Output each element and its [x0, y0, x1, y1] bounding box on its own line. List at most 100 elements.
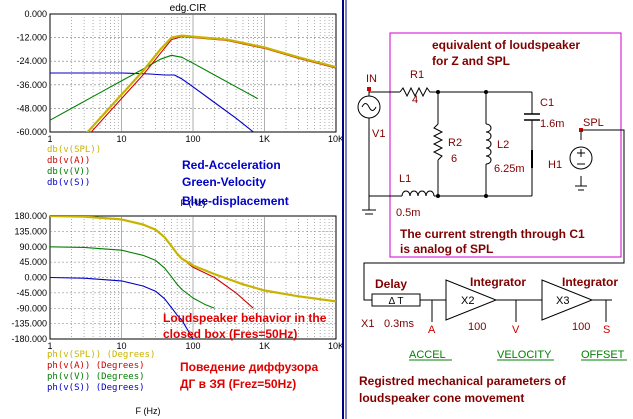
phase-y-tick-label: -135.000 — [11, 319, 47, 329]
equivalent-box — [389, 32, 622, 258]
magnitude-x-tick-label: 1 — [47, 134, 52, 144]
phase-chart: 180.000135.00090.00045.0000.000-45.000-9… — [11, 211, 344, 416]
r2-value: 6 — [451, 153, 457, 165]
offset-label: OFFSET — [581, 349, 625, 361]
magnitude-series-0 — [86, 34, 336, 132]
l1-value: 0.5m — [396, 207, 420, 219]
x3-name: X3 — [556, 295, 569, 307]
junction-r2-bottom — [436, 194, 440, 198]
annotation-red-acceleration: Red-Acceleration — [182, 158, 281, 172]
magnitude-x-tick-label: 1K — [259, 134, 270, 144]
phase-x-tick-label: 1K — [259, 341, 270, 351]
r2-name: R2 — [448, 137, 462, 149]
footer-line1: Registred mechanical parameters of — [359, 374, 567, 388]
node-in-marker — [367, 87, 371, 91]
magnitude-x-tick-label: 100 — [185, 134, 200, 144]
phase-y-tick-label: 90.000 — [19, 242, 47, 252]
phase-y-ticks: 180.000135.00090.00045.0000.000-45.000-9… — [11, 211, 47, 344]
r2-zigzag — [432, 123, 444, 161]
phase-legend: ph(v(SPL)) (Degrees)ph(v(A)) (Degrees)ph… — [47, 350, 155, 393]
current-note-line1: The current strength through C1 — [400, 227, 585, 241]
phase-legend-entry: ph(v(SPL)) (Degrees) — [47, 350, 155, 360]
magnitude-legend-entry: db(v(A)) — [47, 156, 90, 166]
r1-name: R1 — [410, 69, 424, 81]
magnitude-x-label: F (Hz) — [181, 198, 206, 208]
magnitude-y-tick-label: -12.000 — [16, 33, 47, 43]
phase-legend-entry: ph(v(S)) (Degrees) — [47, 383, 145, 393]
delay-label: Delay — [375, 277, 407, 291]
sense-h1: H1 — [531, 150, 562, 171]
phase-x-tick-label: 100 — [185, 341, 200, 351]
phase-x-tick-label: 10 — [116, 341, 126, 351]
resistor-r1: R1 4 — [399, 69, 432, 106]
phase-legend-entry: ph(v(V)) (Degrees) — [47, 372, 145, 382]
loudspeaker-circuit: equivalent of loudspeaker for Z and SPL — [357, 32, 627, 405]
phase-x-tick-label: 10K — [328, 341, 344, 351]
inductor-l1: L1 0.5m — [396, 173, 435, 219]
phase-legend-entry: ph(v(A)) (Degrees) — [47, 361, 145, 371]
phase-series-3 — [50, 276, 194, 339]
node-a-label: A — [428, 324, 436, 336]
integrator1-label: Integrator — [470, 275, 526, 289]
l2-coil — [485, 123, 492, 165]
annotation-behavior-line2: closed box (Fres=50Hz) — [163, 327, 297, 341]
wire-in-top — [368, 89, 400, 93]
phase-y-tick-label: 45.000 — [19, 257, 47, 267]
circuit-wires — [368, 89, 582, 210]
h1-name: H1 — [548, 159, 562, 171]
junction-l2-top — [484, 90, 488, 94]
capacitor-c1: C1 1.6m — [524, 97, 564, 130]
magnitude-y-tick-label: -24.000 — [16, 56, 47, 66]
magnitude-y-tick-label: -60.000 — [16, 127, 47, 137]
node-s-label: S — [603, 324, 610, 336]
l1-coil — [401, 190, 435, 197]
phase-y-tick-label: -45.000 — [16, 288, 47, 298]
footer-line2: loudspeaker cone movement — [359, 391, 524, 405]
x2-value: 100 — [468, 321, 486, 333]
x3-value: 100 — [572, 321, 590, 333]
magnitude-chart: edg.CIR 0.000-12.000-24.000-36.000-48.00… — [16, 3, 344, 208]
ground-symbols — [362, 185, 587, 215]
annotation-russian-line2: ДГ в ЗЯ (Frez=50Hz) — [180, 377, 296, 391]
phase-x-label: F (Hz) — [136, 406, 161, 416]
x3-triangle — [541, 279, 594, 321]
magnitude-x-tick-label: 10K — [328, 134, 344, 144]
annotation-russian-line1: Поведение диффузора — [180, 360, 318, 374]
box-title-line1: equivalent of loudspeaker — [432, 38, 580, 52]
l2-value: 6.25m — [494, 163, 525, 175]
magnitude-series — [50, 34, 336, 132]
chart-title: edg.CIR — [170, 3, 207, 14]
phase-y-tick-label: 0.000 — [24, 273, 47, 283]
accel-label: ACCEL — [409, 349, 446, 361]
wire-spl-to-delay — [363, 129, 625, 301]
magnitude-y-tick-label: -36.000 — [16, 80, 47, 90]
phase-series-2 — [50, 246, 215, 309]
magnitude-legend-entry: db(v(S)) — [47, 178, 90, 188]
box-title-line2: for Z and SPL — [432, 54, 510, 68]
c1-name: C1 — [540, 97, 554, 109]
c1-value: 1.6m — [540, 118, 564, 130]
delay-rect — [371, 293, 421, 307]
spl-source-circle — [569, 146, 593, 170]
annotation-behavior-line1: Loudspeaker behavior in the — [163, 311, 327, 325]
node-in-label: IN — [366, 73, 377, 85]
chain-wires — [363, 129, 625, 322]
magnitude-series-3 — [50, 72, 254, 132]
junction-dots — [436, 90, 488, 198]
source-spl: SPL — [569, 117, 604, 170]
junction-r2-top — [436, 90, 440, 94]
annotation-blue-displacement: Blue-displacement — [182, 194, 289, 208]
integrator2-label: Integrator — [562, 275, 618, 289]
r1-zigzag — [399, 86, 432, 98]
integrator-x3: Integrator X3 100 — [541, 275, 618, 333]
v1-circle — [357, 95, 381, 119]
v1-label: V1 — [372, 128, 385, 140]
node-v-label: V — [512, 324, 520, 336]
r1-value: 4 — [412, 94, 418, 106]
phase-y-tick-label: 180.000 — [14, 211, 47, 221]
x1-name: X1 — [361, 318, 374, 330]
v1-sine — [361, 103, 377, 111]
chart-annotations: Red-Acceleration Green-Velocity Blue-dis… — [163, 158, 327, 391]
